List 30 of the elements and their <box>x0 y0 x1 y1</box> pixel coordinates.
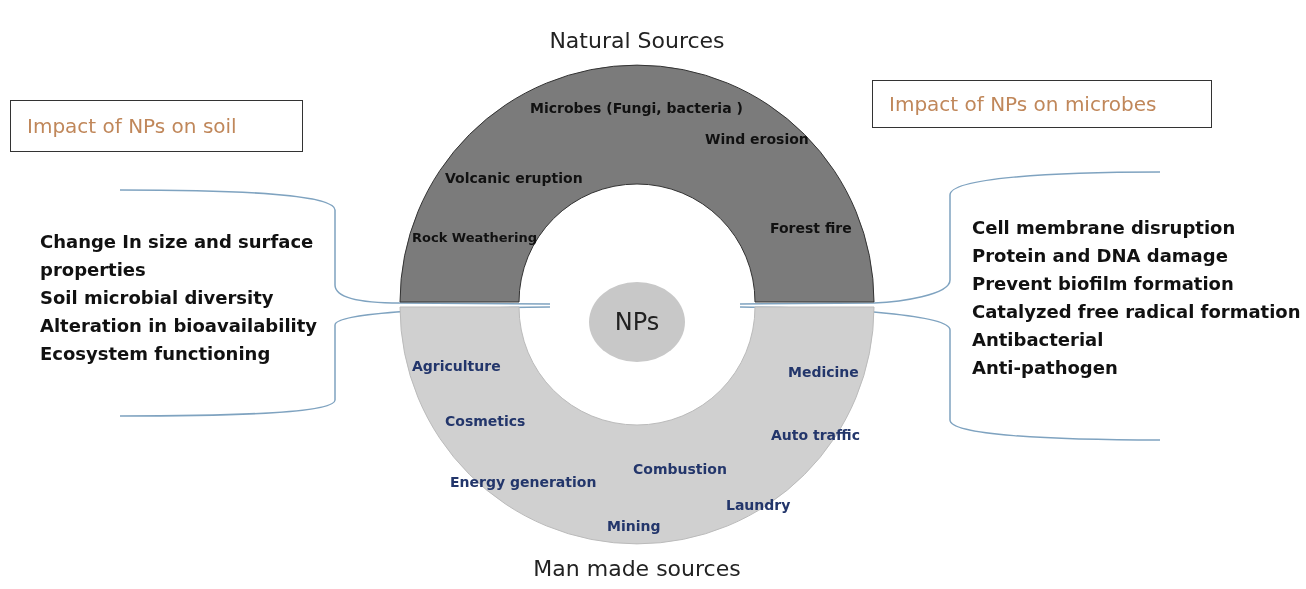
source-label: Wind erosion <box>705 131 809 147</box>
source-label: Combustion <box>633 461 727 477</box>
list-item: Alteration in bioavailability <box>40 314 319 338</box>
node-label: NPs <box>614 308 660 336</box>
source-label: Energy generation <box>450 474 597 490</box>
source-label: Auto traffic <box>771 427 860 443</box>
heading: Natural Sources <box>549 28 725 53</box>
source-label: Medicine <box>788 364 859 380</box>
list-item: Soil microbial diversity <box>40 286 275 310</box>
list-item: Antibacterial <box>972 328 1105 352</box>
source-label: Cosmetics <box>445 413 526 429</box>
list-item: Change In size and surface properties <box>40 230 315 282</box>
list-item: Cell membrane disruption <box>972 216 1237 240</box>
source-label: Rock Weathering <box>412 230 537 245</box>
list-item: Catalyzed free radical formation <box>972 300 1302 324</box>
list-item: Prevent biofilm formation <box>972 272 1235 296</box>
source-label: Mining <box>607 518 661 534</box>
list-item: Protein and DNA damage <box>972 244 1229 268</box>
list-item: Ecosystem functioning <box>40 342 272 366</box>
title-box <box>10 100 303 152</box>
heading: Man made sources <box>533 556 741 581</box>
source-label: Volcanic eruption <box>445 170 583 186</box>
source-label: Microbes (Fungi, bacteria ) <box>530 100 743 116</box>
box-title: Impact of NPs on microbes <box>889 92 1157 116</box>
source-label: Forest fire <box>770 220 852 236</box>
box-title: Impact of NPs on soil <box>27 114 237 138</box>
source-label: Agriculture <box>412 358 501 374</box>
title-box <box>872 80 1212 128</box>
list-item: Anti-pathogen <box>972 356 1119 380</box>
source-label: Laundry <box>726 497 791 513</box>
